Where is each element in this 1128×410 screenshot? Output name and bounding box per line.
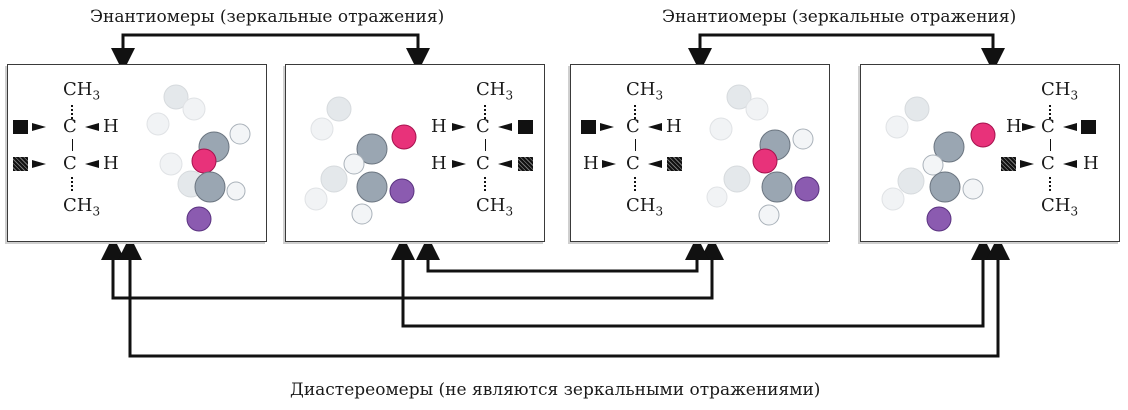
dash-bond	[1049, 177, 1051, 191]
ch3-bottom: CH3	[1041, 195, 1079, 219]
molecule-panel-3: CH3 C H H C CH3	[570, 64, 830, 242]
wedge-bond	[452, 123, 466, 131]
diastereomers-label: Диастереомеры (не являются зеркальными о…	[290, 380, 821, 400]
ch3-top: CH3	[63, 79, 101, 103]
molecule-panel-1: CH3 C H C H CH3	[7, 64, 267, 242]
wedge-bond	[32, 160, 46, 168]
dash-bond	[484, 177, 486, 191]
wedge-bond	[648, 160, 662, 168]
ch3-bottom: CH3	[476, 195, 514, 219]
hatched-square-group	[518, 157, 533, 171]
ch3-top: CH3	[626, 79, 664, 103]
diastereomer-line-2	[426, 236, 709, 273]
carbon-atom: C	[1041, 153, 1055, 174]
ball-and-stick-model	[304, 96, 417, 225]
black-square-group	[581, 120, 596, 134]
single-bond	[635, 139, 636, 151]
hydrogen-atom: H	[666, 116, 682, 137]
black-square-group	[1081, 120, 1096, 134]
carbon-atom: C	[1041, 116, 1055, 137]
carbon-atom: C	[63, 116, 77, 137]
single-bond	[1050, 139, 1051, 151]
carbon-atom: C	[476, 116, 490, 137]
hydrogen-atom: H	[103, 116, 119, 137]
carbon-atom: C	[476, 153, 490, 174]
ch3-bottom: CH3	[63, 195, 101, 219]
wedge-bond	[498, 160, 512, 168]
ball-and-stick-model	[146, 84, 251, 232]
enantiomer-bracket-right	[698, 33, 1005, 72]
hatched-square-group	[667, 157, 682, 171]
wedge-bond	[1063, 160, 1077, 168]
hatched-square-group	[13, 157, 28, 171]
wedge-bond	[602, 160, 616, 168]
ch3-bottom: CH3	[626, 195, 664, 219]
dash-bond	[484, 105, 486, 119]
wedge-bond	[32, 123, 46, 131]
wedge-bond	[1020, 160, 1034, 168]
wedge-bond	[85, 123, 99, 131]
ball-and-stick-model	[706, 84, 820, 226]
dash-bond	[634, 177, 636, 191]
carbon-atom: C	[626, 153, 640, 174]
molecule-panel-4: CH3 H C C H CH3	[860, 64, 1120, 242]
dash-bond	[71, 177, 73, 191]
hydrogen-atom: H	[431, 153, 447, 174]
ch3-top: CH3	[1041, 79, 1079, 103]
ball-and-stick-model	[881, 96, 996, 232]
black-square-group	[518, 120, 533, 134]
wedge-bond	[648, 123, 662, 131]
hydrogen-atom: H	[1083, 153, 1099, 174]
single-bond	[485, 139, 486, 151]
enantiomers-label-right: Энантиомеры (зеркальные отражения)	[662, 7, 1017, 27]
wedge-bond	[85, 160, 99, 168]
hydrogen-atom: H	[583, 153, 599, 174]
dash-bond	[71, 105, 73, 119]
enantiomer-bracket-left	[121, 33, 430, 72]
wedge-bond	[600, 123, 614, 131]
carbon-atom: C	[63, 153, 77, 174]
wedge-bond	[498, 123, 512, 131]
diastereomer-line-3	[401, 236, 995, 328]
dash-bond	[634, 105, 636, 119]
hydrogen-atom: H	[431, 116, 447, 137]
hydrogen-atom: H	[103, 153, 119, 174]
enantiomers-label-left: Энантиомеры (зеркальные отражения)	[90, 7, 445, 27]
ch3-top: CH3	[476, 79, 514, 103]
diastereomer-line-4	[128, 236, 1010, 358]
single-bond	[72, 139, 73, 151]
dash-bond	[1049, 105, 1051, 119]
wedge-bond	[1022, 123, 1036, 131]
black-square-group	[13, 120, 28, 134]
carbon-atom: C	[626, 116, 640, 137]
molecule-panel-2: CH3 H C H C CH3	[285, 64, 545, 242]
wedge-bond	[452, 160, 466, 168]
diastereomer-line-1	[111, 236, 724, 300]
wedge-bond	[1063, 123, 1077, 131]
hatched-square-group	[1001, 157, 1016, 171]
hydrogen-atom: H	[1006, 116, 1022, 137]
